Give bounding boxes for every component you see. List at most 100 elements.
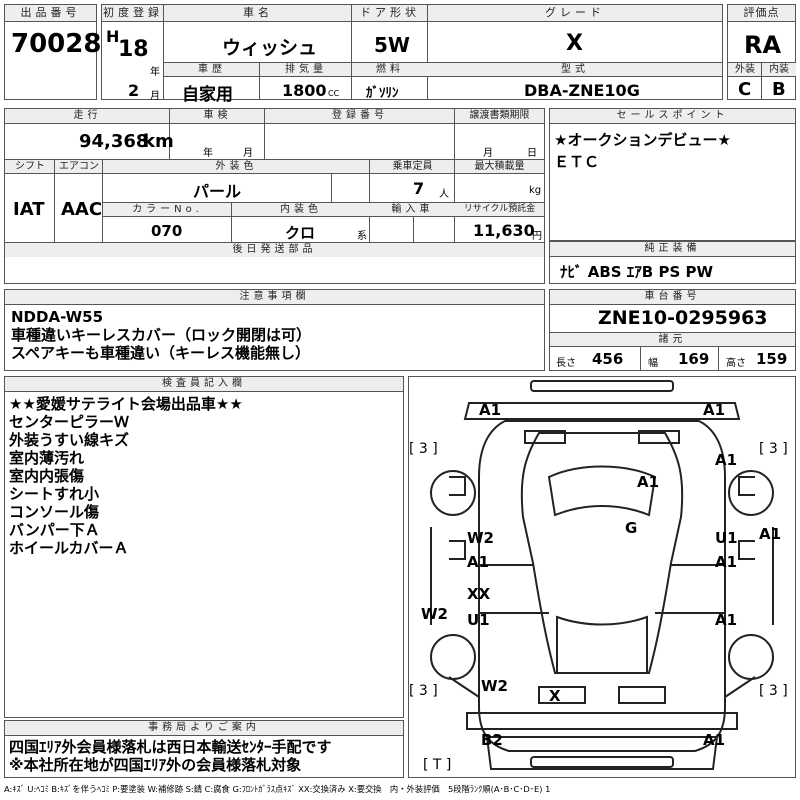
spare-tire: [ T ]: [423, 757, 452, 773]
main-info-box: 初度登録 車名 ドア形状 グレード H 18 年 ウィッシュ 5W X 車歴 排…: [101, 4, 723, 105]
office-box: 事務局よりご案内 四国ｴﾘｱ外会員様落札は西日本輸送ｾﾝﾀｰ手配です ※本社所在…: [4, 720, 404, 778]
legend-text: A:ｷｽﾞ U:ﾍｺﾐ B:ｷｽﾞを伴うﾍｺﾐ P:要塗装 W:補修跡 S:錆 …: [4, 784, 551, 794]
first-reg-label: 初度登録: [102, 5, 164, 22]
inspector-line-6: シートすれ小: [9, 485, 100, 503]
inspector-line-9: ホイールカバーＡ: [9, 539, 129, 557]
inspector-line-7: コンソール傷: [9, 503, 100, 521]
grade-value: X: [566, 31, 583, 56]
aircon-label: エアコン: [55, 160, 103, 174]
inspection-year-unit: 年: [203, 148, 213, 159]
transfer-day-unit: 日: [527, 148, 537, 159]
color-no-value: 070: [151, 222, 183, 240]
history-label: 車歴: [164, 63, 260, 77]
damage-hood: A1: [637, 473, 660, 491]
color-no-label: カラーNo.: [103, 203, 232, 217]
lot-number: 70028: [11, 29, 102, 59]
sales-point-2: ＥＴＣ: [554, 153, 600, 171]
fuel-value: ｶﾞｿﾘﾝ: [366, 86, 399, 101]
later-parts-box: [4, 257, 545, 284]
displacement-unit: CC: [328, 89, 340, 98]
ext-color-label: 外装色: [103, 160, 370, 174]
equipment-value: ﾅﾋﾞ ABS ｴｱB PS PW: [560, 263, 714, 281]
recycle-value: 11,630: [473, 221, 535, 240]
length-value: 456: [592, 350, 624, 368]
notes-box: 注意事項欄 NDDA-W55 車種違いキーレスカバー（ロック開閉は可） スペアキ…: [4, 289, 545, 371]
car-name-label: 車名: [164, 5, 352, 22]
score-value: RA: [744, 31, 782, 59]
damage-door-fl-2: A1: [467, 553, 490, 571]
note-line-1: NDDA-W55: [11, 308, 104, 326]
tire-fl: [ 3 ]: [409, 441, 438, 457]
aircon-value: AAC: [61, 199, 103, 220]
capacity-label: 乗車定員: [370, 160, 455, 174]
sales-point-1: ★オークションデビュー★: [554, 131, 731, 149]
recycle-unit: 円: [532, 231, 542, 242]
score-ext: C: [738, 79, 752, 100]
damage-bumper-rr: A1: [703, 731, 726, 749]
door-label: ドア形状: [352, 5, 428, 22]
door-value: 5W: [374, 33, 410, 57]
int-color-suffix: 系: [357, 231, 367, 242]
recycle-label: リサイクル預託金: [455, 203, 544, 217]
damage-roof: G: [625, 519, 638, 537]
score-box: 評価点 RA 外装 内装 C B: [727, 4, 796, 100]
score-ext-label: 外装: [728, 63, 762, 77]
inspector-line-8: バンパー下Ａ: [9, 521, 100, 539]
width-value: 169: [678, 350, 710, 368]
chassis-box: 車台番号 ZNE10-0295963 諸元 長さ 456 幅 169 高さ 15…: [549, 289, 796, 371]
lot-box: 出品番号 70028: [4, 4, 101, 100]
note-line-3: スペアキーも車種違い（キーレス機能無し）: [11, 344, 310, 362]
first-reg-era: H: [106, 27, 120, 46]
max-load-unit: kg: [529, 185, 542, 196]
score-int-label: 内装: [762, 63, 796, 77]
transfer-label: 譲渡書類期限: [455, 109, 544, 124]
first-reg-month-unit: 月: [150, 91, 160, 102]
int-color-value: クロ: [285, 224, 316, 242]
note-line-2: 車種違いキーレスカバー（ロック開閉は可）: [11, 326, 312, 344]
inspection-month-unit: 月: [243, 148, 253, 159]
damage-door-rl-1: XX: [467, 585, 491, 603]
capacity-value: 7: [413, 179, 425, 198]
inspector-line-1: ★★愛媛サテライト会場出品車★★: [9, 395, 243, 413]
damage-fl-top: A1: [479, 401, 502, 419]
damage-bumper-rl: B2: [481, 731, 503, 749]
import-label: 輸入車: [370, 203, 455, 217]
inspector-line-3: 外装うすい線キズ: [9, 431, 130, 449]
chassis-value: ZNE10-0295963: [598, 307, 768, 329]
displacement-label: 排気量: [260, 63, 352, 77]
mileage-label: 走行: [5, 109, 170, 124]
damage-trunk: X: [549, 687, 561, 705]
fuel-label: 燃料: [352, 63, 428, 77]
damage-door-rr: A1: [715, 611, 738, 629]
height-label: 高さ: [726, 358, 746, 369]
max-load-label: 最大積載量: [455, 160, 544, 174]
equipment-box: 純正装備 ﾅﾋﾞ ABS ｴｱB PS PW: [549, 241, 796, 284]
transfer-month-unit: 月: [483, 148, 493, 159]
plate-label: 登録番号: [265, 109, 455, 124]
grade-label: グレード: [428, 5, 722, 22]
sales-points-label: セールスポイント: [550, 109, 795, 124]
tire-rr: [ 3 ]: [759, 683, 788, 699]
damage-door-fr-2: A1: [715, 553, 738, 571]
shift-value: IAT: [13, 199, 45, 220]
tire-rl: [ 3 ]: [409, 683, 438, 699]
model-value: DBA-ZNE10G: [524, 81, 640, 100]
dims-label: 諸元: [550, 332, 795, 347]
chassis-label: 車台番号: [550, 290, 795, 305]
score-label: 評価点: [728, 5, 795, 22]
damage-fender-r: A1: [715, 451, 738, 469]
office-label: 事務局よりご案内: [5, 721, 403, 736]
score-int: B: [772, 79, 786, 100]
first-reg-year-unit: 年: [150, 67, 160, 78]
damage-side-l: W2: [421, 605, 448, 623]
equipment-label: 純正装備: [550, 242, 795, 257]
capacity-unit: 人: [439, 189, 449, 200]
inspector-label: 検査員記入欄: [5, 377, 403, 392]
ext-color-value: パール: [193, 182, 242, 201]
damage-rear-l: W2: [481, 677, 508, 695]
width-label: 幅: [648, 358, 658, 369]
car-diagram: A1 A1 [ 3 ] [ 3 ] A1 A1 G W2 A1 U1 A1 A1…: [408, 376, 796, 778]
sales-points-box: セールスポイント ★オークションデビュー★ ＥＴＣ: [549, 108, 796, 241]
tire-fr: [ 3 ]: [759, 441, 788, 457]
inspector-line-5: 室内内張傷: [9, 467, 85, 485]
